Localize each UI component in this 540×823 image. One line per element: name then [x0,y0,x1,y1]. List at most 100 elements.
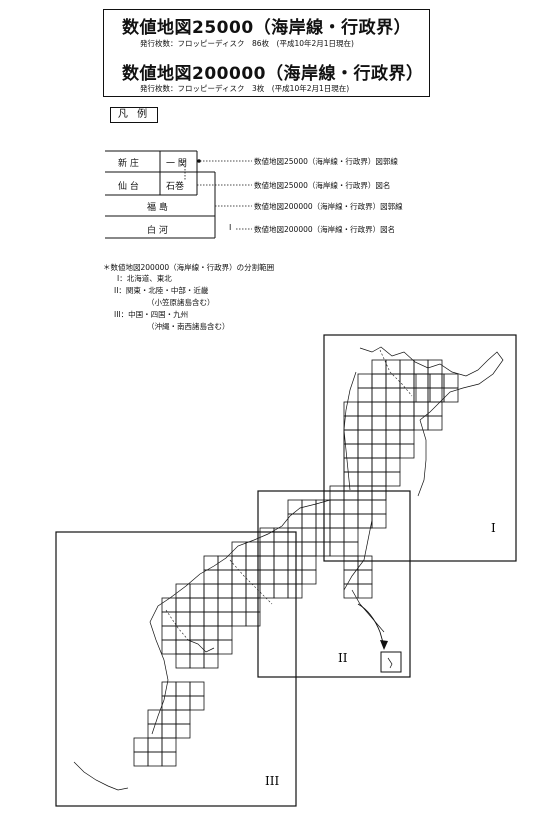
legend-desc-25000-frame: 数値地図25000（海岸線・行政界）図郭線 [254,157,398,166]
index-sheet-cell [203,569,219,585]
index-sheet-cell [329,499,345,515]
index-sheet-cell [175,695,191,711]
index-sheet-cell [147,737,163,753]
index-sheet-cell [273,555,289,571]
index-sheet-cell [357,485,373,501]
index-sheet-cell [385,373,401,389]
coastline [73,346,504,791]
index-sheet-cell [371,499,387,515]
index-sheet-cell [287,541,303,557]
index-sheet-cell [399,373,415,389]
cell-roman-one: I [229,223,232,232]
index-sheet-cell [357,429,373,445]
index-sheet-cell [343,555,359,571]
index-sheet-cell [371,457,387,473]
index-sheet-cell [133,751,149,767]
index-sheet-cell [357,555,373,571]
index-sheet-cell [175,639,191,655]
index-sheet-cell [357,443,373,459]
index-sheet-cell [329,485,345,501]
index-sheet-cell [357,471,373,487]
cell-shinjo: 新 庄 [118,159,139,169]
index-sheet-cell [371,471,387,487]
index-sheet-cell [175,639,191,655]
index-sheet-cell [443,387,459,403]
index-sheet-cell [259,541,275,557]
index-sheet-cell [399,415,415,431]
index-sheet-cell [231,555,247,571]
index-sheet-cell [189,597,205,613]
index-sheet-cell [427,401,443,417]
index-sheet-cell [357,583,373,599]
index-sheet-cell [343,471,359,487]
cell-ishinomaki: 石巻 [166,182,185,192]
index-sheet-cell [175,611,191,627]
index-sheet-cell [343,541,359,557]
index-sheet-cell [301,541,317,557]
index-sheet-cell [357,373,373,389]
index-sheet-cell [161,625,177,641]
index-sheet-cell [357,401,373,417]
division-heading: ＊数値地図200000（海岸線・行政界）の分割範囲 [103,263,275,272]
index-sheet-cell [329,499,345,515]
cell-sendai: 仙 台 [118,182,139,192]
cell-ichinoseki: 一 関 [166,159,187,169]
index-sheet-cell [189,625,205,641]
index-sheet-cell [287,569,303,585]
index-sheet-cell [357,471,373,487]
legend-desc-25000-name: 数値地図25000（海岸線・行政界）図名 [254,181,391,190]
index-sheet-cell [343,429,359,445]
cell-shirakawa: 白 河 [147,226,168,236]
index-sheet-cell [371,443,387,459]
index-sheet-cell [231,597,247,613]
index-sheet-cell [343,527,359,543]
index-sheet-cell [385,443,401,459]
index-sheet-cell [203,611,219,627]
index-sheet-cell [259,555,275,571]
index-sheet-cell [357,457,373,473]
index-sheet-cell [343,485,359,501]
index-sheet-cell [357,457,373,473]
index-sheet-cell [385,415,401,431]
index-sheet-cell [245,611,261,627]
index-sheet-cell [371,485,387,501]
index-sheet-cell [259,527,275,543]
index-sheet-cell [287,583,303,599]
index-sheet-cell [357,569,373,585]
index-sheet-cell [259,541,275,557]
index-sheet-cell [161,709,177,725]
index-sheet-cell [343,457,359,473]
index-sheet-cell [301,555,317,571]
index-sheet-cell [287,569,303,585]
index-sheet-cell [217,597,233,613]
index-sheet-cell [231,569,247,585]
index-sheet-cell [203,597,219,613]
cell-fukushima: 福 島 [147,203,168,213]
index-sheet-cell [343,499,359,515]
index-sheet-cell [385,471,401,487]
ogasawara-inset [380,651,402,673]
index-sheet-cell [189,639,205,655]
index-sheet-cell [161,681,177,697]
index-sheet-cell [273,569,289,585]
index-sheet-cell [161,597,177,613]
index-sheet-cell [315,513,331,529]
index-sheet-cell [357,429,373,445]
index-sheet-cell [371,359,387,375]
index-sheet-cell [161,723,177,739]
index-sheet-cell [217,639,233,655]
title-box [103,9,430,97]
index-sheet-cell [287,527,303,543]
index-sheet-cell [161,737,177,753]
index-sheet-cell [133,737,149,753]
index-sheet-cell [399,373,415,389]
index-sheet-cell [385,373,401,389]
index-sheet-cell [175,583,191,599]
index-sheet-cell [343,499,359,515]
index-sheet-cell [203,653,219,669]
index-sheet-cell [385,443,401,459]
index-sheet-cell [175,611,191,627]
region-label-3: III [265,774,279,788]
sheet-grid [133,359,459,767]
